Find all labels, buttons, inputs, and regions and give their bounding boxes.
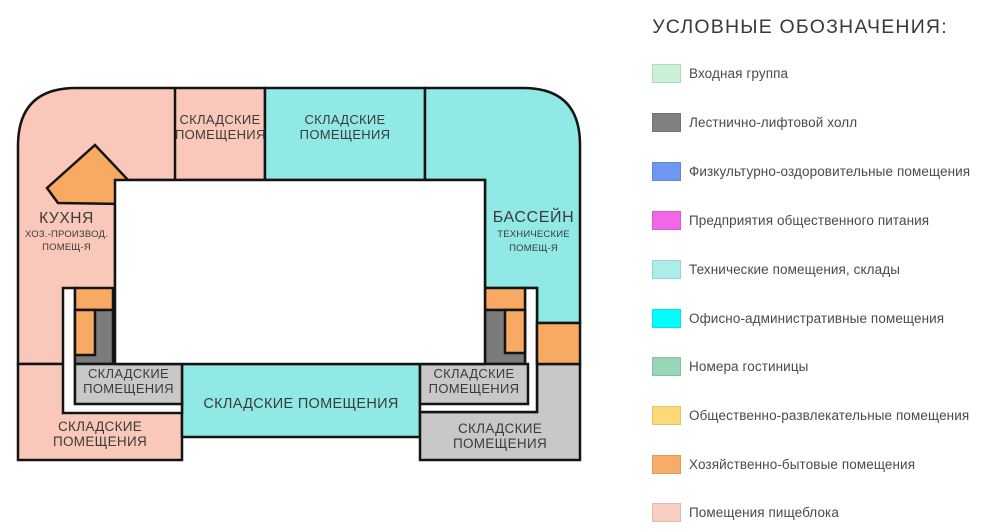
legend-swatch <box>652 356 681 376</box>
legend-item-label: Лестнично-лифтовой холл <box>689 114 858 130</box>
legend-item-catering: Предприятия общественного питания <box>652 210 929 230</box>
room-storage-top-cyan <box>263 86 427 182</box>
legend-title: УСЛОВНЫЕ ОБОЗНАЧЕНИЯ: <box>652 16 948 38</box>
kitchen-pentagon-shape <box>45 143 131 206</box>
legend-swatch <box>652 308 681 328</box>
room-household-right-top <box>483 286 527 312</box>
legend-swatch <box>652 405 681 425</box>
legend-item-fitness-rooms: Физкультурно-оздоровительные помещения <box>652 161 970 181</box>
legend-item-food-block: Помещения пищеблока <box>652 502 839 522</box>
room-household-left-inner <box>73 308 97 357</box>
legend-item-label: Общественно-развлекательные помещения <box>689 407 970 423</box>
legend-item-label: Номера гостиницы <box>689 358 809 374</box>
legend-swatch <box>652 210 681 230</box>
legend-item-label: Хозяйственно-бытовые помещения <box>689 456 916 472</box>
legend-item-label: Физкультурно-оздоровительные помещения <box>689 163 971 179</box>
room-household-right-outer <box>535 321 582 366</box>
legend-swatch <box>652 259 681 279</box>
room-household-right-inner <box>503 308 527 355</box>
room-household-left-top <box>73 286 115 312</box>
legend-item-office-admin: Офисно-административные помещения <box>652 308 944 328</box>
legend-swatch <box>652 63 681 83</box>
room-storage-mid-left <box>73 362 184 406</box>
legend-swatch <box>652 161 681 181</box>
central-void <box>113 178 487 366</box>
legend-item-technical-storage: Технические помещения, склады <box>652 259 900 279</box>
legend-item-label: Входная группа <box>689 65 789 81</box>
room-storage-mid-right <box>418 362 530 406</box>
room-storage-bottom-center <box>180 362 422 439</box>
legend-item-label: Помещения пищеблока <box>689 504 839 520</box>
floor-plan-drawing <box>16 86 582 462</box>
legend-item-entertainment: Общественно-развлекательные помещения <box>652 405 969 425</box>
legend-swatch <box>652 502 681 522</box>
legend-item-hotel-rooms: Номера гостиницы <box>652 356 808 376</box>
floor-plan: СКЛАДСКИЕ ПОМЕЩЕНИЯ СКЛАДСКИЕ ПОМЕЩЕНИЯ … <box>16 86 582 462</box>
legend-item-label: Предприятия общественного питания <box>689 212 930 228</box>
legend-item-entrance-group: Входная группа <box>652 63 788 83</box>
legend: УСЛОВНЫЕ ОБОЗНАЧЕНИЯ: Входная группа Лес… <box>630 0 990 532</box>
legend-item-household: Хозяйственно-бытовые помещения <box>652 454 915 474</box>
legend-item-label: Технические помещения, склады <box>689 261 900 277</box>
legend-item-stair-lift-hall: Лестнично-лифтовой холл <box>652 112 857 132</box>
legend-item-label: Офисно-административные помещения <box>689 310 945 326</box>
legend-swatch <box>652 454 681 474</box>
legend-swatch <box>652 112 681 132</box>
